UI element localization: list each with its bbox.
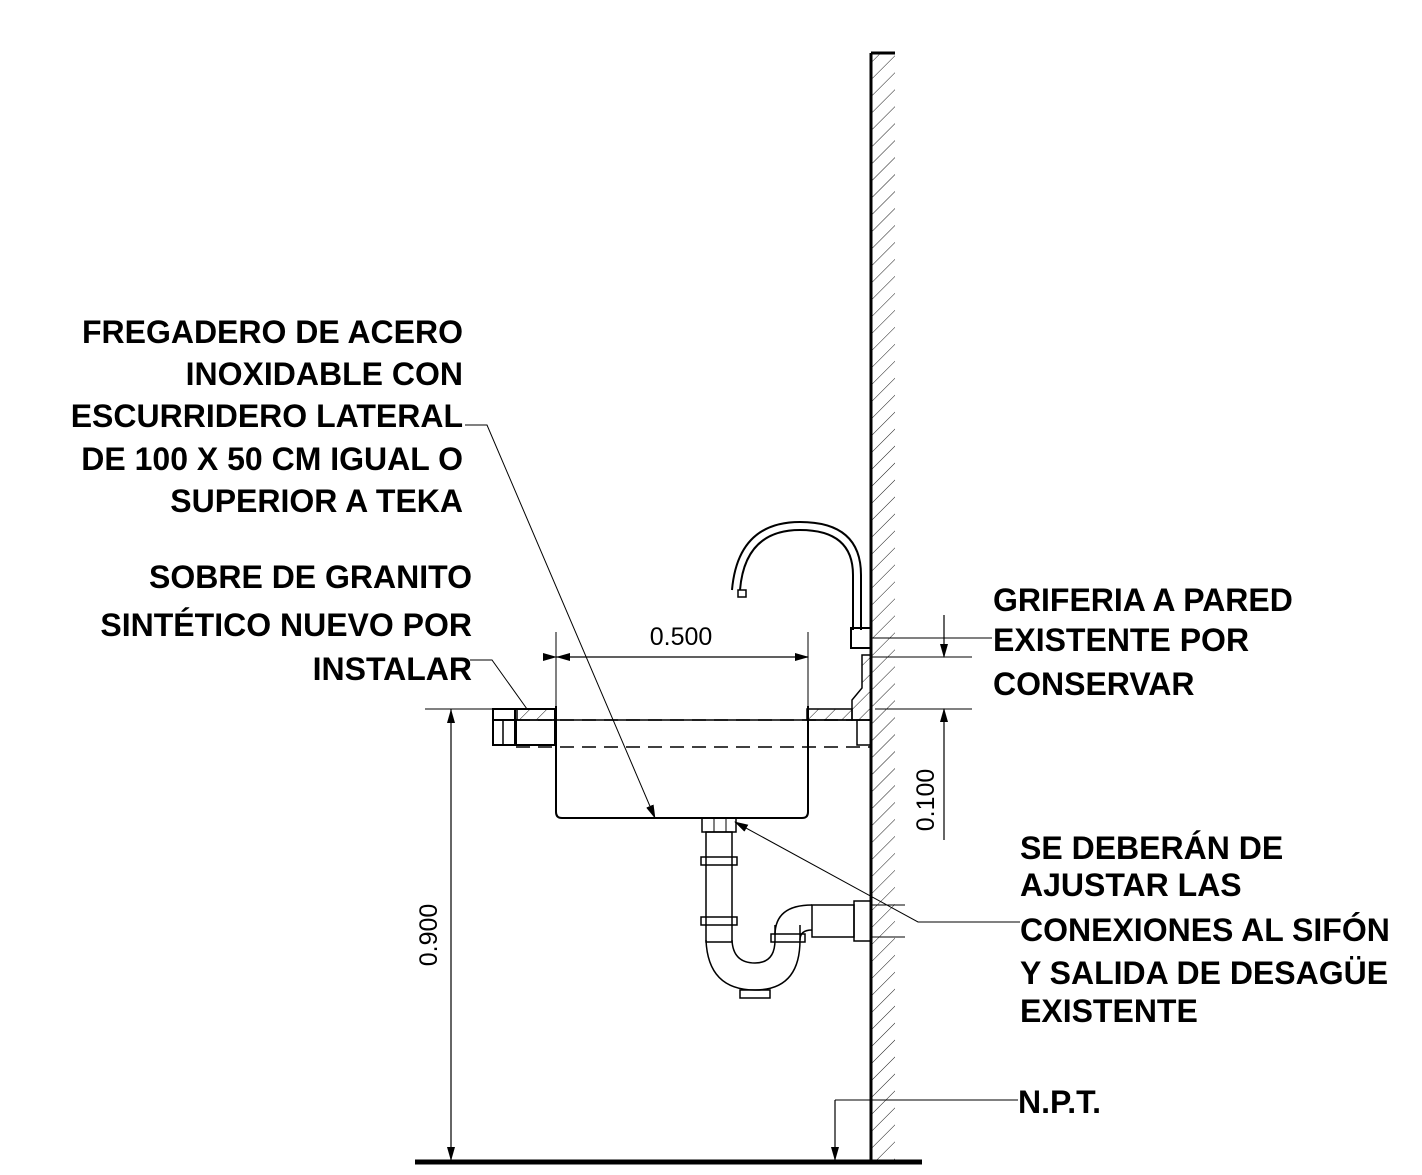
sink-note-line-5: SUPERIOR A TEKA [170,483,463,519]
faucet-note-line-1: GRIFERIA A PARED [993,582,1293,618]
drain-note-line-2: AJUSTAR LAS [1020,867,1242,903]
drain-note-line-1: SE DEBERÁN DE [1020,830,1283,866]
drain-note: SE DEBERÁN DE AJUSTAR LAS CONEXIONES AL … [1020,830,1390,1029]
sink-basin [516,706,871,819]
floor-level-label: N.P.T. [1018,1084,1101,1120]
faucet-note: GRIFERIA A PARED EXISTENTE POR CONSERVAR [993,582,1293,702]
dimension-sink-width: 0.500 [543,623,809,706]
drain-trap [700,817,872,999]
dimension-label-sink-width: 0.500 [650,623,713,651]
sink-note-line-2: INOXIDABLE CON [186,356,463,392]
countertop-note-line-2: SINTÉTICO NUEVO POR [100,607,472,643]
dimension-label-faucet-height: 0.100 [912,769,940,832]
countertop-note: SOBRE DE GRANITO SINTÉTICO NUEVO POR INS… [100,559,472,687]
sink-note-line-3: ESCURRIDERO LATERAL [71,398,463,434]
dimension-counter-height: 0.900 [415,708,495,1161]
leader-lines [465,424,1020,938]
faucet-note-line-3: CONSERVAR [993,666,1195,702]
countertop-note-line-1: SOBRE DE GRANITO [149,559,472,595]
sink-note: FREGADERO DE ACERO INOXIDABLE CON ESCURR… [71,314,463,519]
wall [869,51,895,1161]
dimension-label-counter-height: 0.900 [415,904,443,967]
countertop [492,654,872,746]
faucet [731,520,872,649]
sink-note-line-1: FREGADERO DE ACERO [82,314,463,350]
sink-note-line-4: DE 100 X 50 CM IGUAL O [81,441,463,477]
faucet-note-line-2: EXISTENTE POR [993,622,1249,658]
countertop-note-line-3: INSTALAR [313,651,472,687]
drain-note-line-3: CONEXIONES AL SIFÓN [1020,912,1390,948]
drain-note-line-5: EXISTENTE [1020,993,1198,1029]
dimension-faucet-height: 0.100 [871,615,972,840]
floor-level-marker: N.P.T. [831,1084,1101,1161]
drain-note-line-4: Y SALIDA DE DESAGÜE [1020,955,1388,991]
